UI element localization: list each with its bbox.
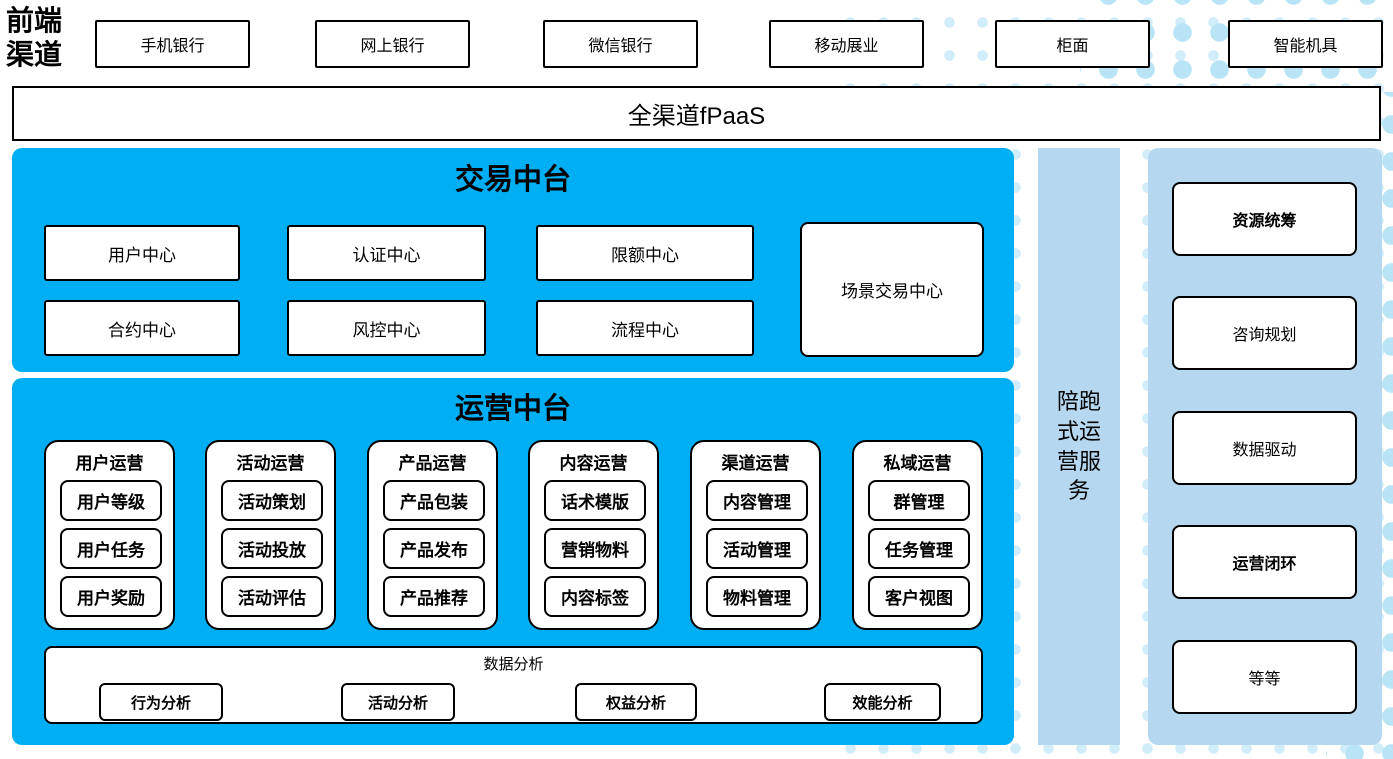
op-column-user-operation: 用户运营 用户等级 用户任务 用户奖励: [44, 440, 175, 630]
companion-service-strip: 陪跑式运营服务: [1038, 148, 1120, 745]
channel-box-counter: 柜面: [995, 20, 1150, 68]
op-item: 话术模版: [544, 480, 646, 521]
op-column-header: 活动运营: [236, 454, 305, 473]
channel-box-mobile-sales: 移动展业: [769, 20, 924, 68]
channel-box-smart-machines: 智能机具: [1228, 20, 1383, 68]
center-box-scene-transaction: 场景交易中心: [800, 222, 984, 357]
transaction-platform-section: 交易中台 用户中心 认证中心 限额中心 合约中心 风控中心 流程中心 场景交易中…: [12, 148, 1014, 372]
fpaas-bar: 全渠道fPaaS: [12, 86, 1381, 141]
service-panel: 资源统筹 咨询规划 数据驱动 运营闭环 等等: [1148, 148, 1382, 745]
op-item: 产品包装: [383, 480, 485, 521]
op-item: 活动评估: [221, 576, 323, 617]
op-column-header: 产品运营: [398, 454, 467, 473]
data-analysis-title: 数据分析: [483, 656, 544, 673]
channel-box-wechat-banking: 微信银行: [543, 20, 698, 68]
op-item: 活动策划: [221, 480, 323, 521]
op-column-channel-operation: 渠道运营 内容管理 活动管理 物料管理: [690, 440, 821, 630]
op-column-header: 内容运营: [559, 454, 628, 473]
center-box-user: 用户中心: [44, 225, 240, 281]
center-box-contract: 合约中心: [44, 300, 240, 356]
right-panel-item-4: 等等: [1172, 640, 1357, 714]
op-item: 客户视图: [868, 576, 970, 617]
op-column-header: 渠道运营: [721, 454, 790, 473]
operation-platform-title: 运营中台: [454, 393, 571, 425]
op-column-header: 用户运营: [75, 454, 144, 473]
op-item: 物料管理: [706, 576, 808, 617]
analysis-item-efficiency: 效能分析: [824, 683, 941, 721]
analysis-item-activity: 活动分析: [341, 683, 455, 721]
op-item: 内容管理: [706, 480, 808, 521]
op-item: 用户任务: [60, 528, 162, 569]
analysis-item-rights: 权益分析: [575, 683, 697, 721]
op-item: 营销物料: [544, 528, 646, 569]
op-column-activity-operation: 活动运营 活动策划 活动投放 活动评估: [205, 440, 336, 630]
frontend-channels-label: 前端渠道: [6, 4, 63, 72]
op-item: 群管理: [868, 480, 970, 521]
right-panel-item-0: 资源统筹: [1172, 182, 1357, 256]
channel-box-online-banking: 网上银行: [315, 20, 470, 68]
operation-platform-section: 运营中台 用户运营 用户等级 用户任务 用户奖励 活动运营 活动策划 活动投放 …: [12, 378, 1014, 745]
op-item: 产品发布: [383, 528, 485, 569]
analysis-item-behavior: 行为分析: [99, 683, 223, 721]
center-box-auth: 认证中心: [287, 225, 486, 281]
channel-box-mobile-banking: 手机银行: [95, 20, 250, 68]
op-column-header: 私域运营: [883, 454, 952, 473]
op-item: 活动管理: [706, 528, 808, 569]
op-item: 内容标签: [544, 576, 646, 617]
center-box-process: 流程中心: [536, 300, 754, 356]
transaction-platform-title: 交易中台: [454, 164, 571, 196]
op-item: 活动投放: [221, 528, 323, 569]
center-box-risk: 风控中心: [287, 300, 486, 356]
center-box-limit: 限额中心: [536, 225, 754, 281]
right-panel-item-3: 运营闭环: [1172, 525, 1357, 599]
data-analysis-container: 数据分析 行为分析 活动分析 权益分析 效能分析: [44, 646, 983, 724]
op-item: 用户奖励: [60, 576, 162, 617]
op-column-product-operation: 产品运营 产品包装 产品发布 产品推荐: [367, 440, 498, 630]
op-item: 任务管理: [868, 528, 970, 569]
right-panel-item-1: 咨询规划: [1172, 296, 1357, 370]
op-item: 用户等级: [60, 480, 162, 521]
op-column-content-operation: 内容运营 话术模版 营销物料 内容标签: [528, 440, 659, 630]
op-item: 产品推荐: [383, 576, 485, 617]
companion-service-label: 陪跑式运营服务: [1056, 389, 1101, 504]
right-panel-item-2: 数据驱动: [1172, 411, 1357, 485]
op-column-private-domain-operation: 私域运营 群管理 任务管理 客户视图: [852, 440, 983, 630]
